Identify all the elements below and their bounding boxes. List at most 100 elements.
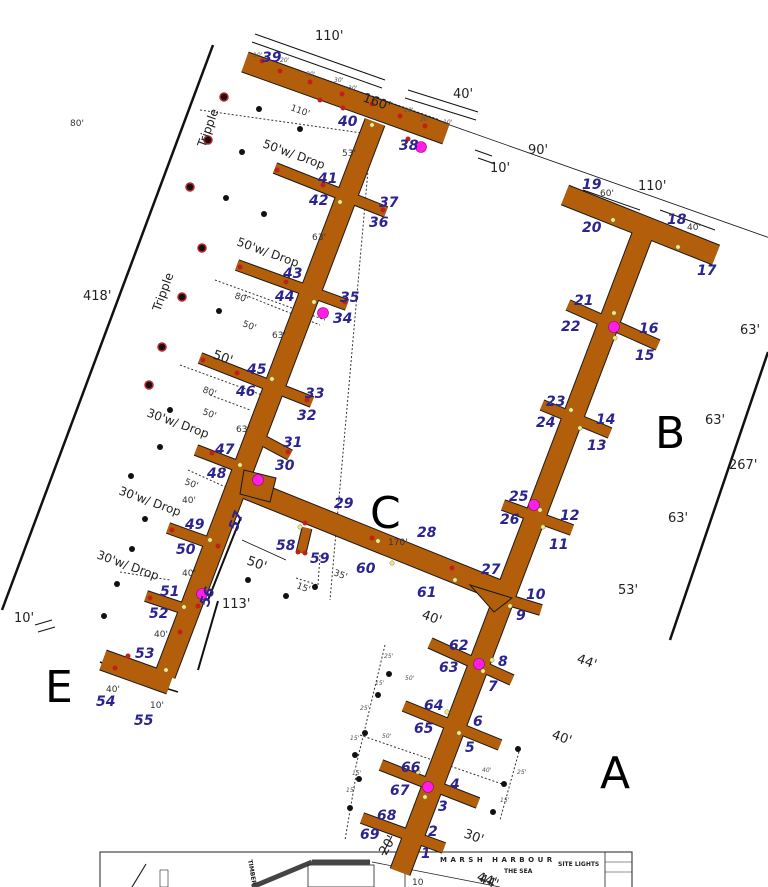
electrical-pedestal: [369, 535, 375, 541]
slip-number: 6: [473, 714, 483, 730]
dimension-line: [404, 97, 477, 121]
electrical-pedestal: [320, 182, 326, 188]
slip-number: 34: [333, 311, 352, 327]
dimension-label: 50': [183, 477, 200, 491]
electrical-pedestal: [259, 58, 265, 64]
dimension-line: [254, 33, 386, 81]
pile: [129, 546, 135, 552]
guide-line: [209, 394, 251, 411]
slip-number: 55: [134, 713, 154, 729]
slip-number: 7: [488, 679, 498, 695]
dock-head-e: [99, 650, 174, 694]
dimension-label: 113': [222, 597, 250, 612]
title-block: MARSH HARBOUR SITE LIGHTS THE SEA 44' TI…: [99, 851, 633, 887]
electrical-pedestal: [283, 279, 289, 285]
water-fixture: [415, 769, 421, 775]
slip-number: 43: [282, 266, 302, 282]
dimension-line: [659, 209, 716, 231]
water-fixture: [577, 425, 583, 431]
guide-line: [344, 769, 358, 841]
dimension-label: 63': [236, 425, 250, 435]
electrical-pedestal: [339, 91, 345, 97]
slip-number: 66: [401, 760, 421, 776]
water-fixture: [568, 407, 574, 413]
water-fixture: [369, 122, 375, 128]
site-light: [528, 499, 540, 511]
small-dimension-label: 30': [306, 71, 316, 78]
dimension-label: 170': [388, 538, 408, 548]
slip-number: 65: [414, 721, 434, 737]
small-dimension-label: 30': [334, 77, 344, 84]
slip-number: 42: [308, 193, 328, 209]
water-fixture: [675, 244, 681, 250]
note-label: 30'w/ Drop: [117, 484, 183, 519]
dimension-line: [0, 44, 215, 611]
dimension-lines: [0, 33, 768, 856]
small-dimension-label: 15': [375, 680, 385, 687]
small-dimension-label: 15': [346, 787, 356, 794]
water-fixture: [237, 462, 243, 468]
site-light: [252, 474, 264, 486]
north-arrow-icon: [131, 863, 147, 887]
dimension-label: 50': [245, 554, 269, 575]
dimension-line: [207, 516, 242, 601]
water-fixture: [480, 668, 486, 674]
water-fixture: [444, 709, 450, 715]
finger: [296, 526, 312, 555]
electrical-pedestal: [295, 549, 301, 555]
finger: [235, 260, 349, 310]
pile: [239, 149, 245, 155]
water-fixture: [422, 794, 428, 800]
dock-head-b: [561, 185, 720, 265]
electrical-pedestal: [112, 665, 118, 671]
finger: [194, 445, 242, 472]
pile: [352, 752, 358, 758]
junction-platform: [239, 469, 277, 503]
pile: [347, 805, 353, 811]
electrical-pedestal: [302, 550, 308, 556]
dimension-label: 50': [211, 348, 235, 369]
dock-main-a: [390, 224, 655, 876]
dimension-label: 90': [528, 143, 548, 158]
slip-number: 12: [560, 508, 579, 524]
slip-number: 4: [449, 777, 460, 793]
tripple-pile: [144, 380, 154, 390]
note-label: 30'w/ Drop: [95, 548, 161, 583]
slip-number: 60: [356, 561, 376, 577]
electrical-pedestal: [369, 101, 375, 107]
pile: [114, 581, 120, 587]
dimension-label: 40': [420, 608, 444, 629]
pile: [167, 407, 173, 413]
electrical-pedestal: [237, 264, 243, 270]
slip-number: 35: [340, 290, 360, 306]
pile: [362, 730, 368, 736]
tripple-pile: [185, 182, 195, 192]
slip-number: 39: [262, 50, 282, 66]
slip-number: 41: [317, 171, 337, 187]
pile: [501, 781, 507, 787]
sea-label: THE SEA: [504, 868, 533, 875]
slip-number: 67: [390, 783, 410, 799]
slip-number: 31: [283, 435, 302, 451]
water-fixture: [611, 310, 617, 316]
dock-letter-a: A: [600, 748, 630, 799]
pile: [216, 308, 222, 314]
dimension-label: 63': [740, 323, 760, 338]
slip-number: 21: [574, 293, 593, 309]
dimension-label: 30': [462, 827, 486, 848]
slip-number: 50: [176, 542, 196, 558]
small-structure: [159, 869, 169, 887]
slip-number: 37: [379, 195, 399, 211]
water-fixture: [163, 667, 169, 673]
slip-number: 47: [214, 442, 235, 458]
water-fixture: [489, 657, 495, 663]
dimension-line: [474, 149, 493, 157]
small-number: 10: [412, 878, 424, 887]
sheet-title: SITE LIGHTS: [558, 861, 599, 868]
electrical-pedestal: [277, 68, 283, 74]
site-light: [196, 588, 208, 600]
slip-number: 23: [546, 394, 565, 410]
note-label: Tripple: [149, 271, 176, 314]
finger: [402, 701, 502, 750]
electrical-pedestal: [340, 105, 346, 111]
